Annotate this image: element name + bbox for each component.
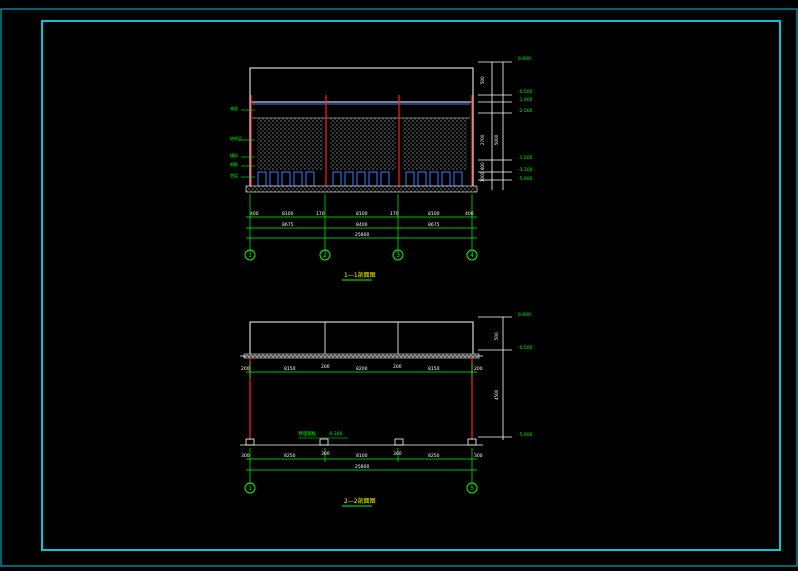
vertical-dim: 500 [494,332,499,340]
note-elevation: -0.300 [328,431,343,437]
elevation-label: -3.300 [518,167,533,173]
dim-label: 400 [250,211,259,217]
dim-label: 200 [241,366,250,372]
elevation-label: -2.500 [518,108,533,114]
dim-label: 170 [316,211,325,217]
elevation-label: -1.500 [518,155,533,161]
dim-label: 8100 [356,211,368,217]
dim-label: 200 [321,364,330,370]
dim-label: 200 [474,366,483,372]
dim-label: 8150 [284,366,296,372]
elevation-label: 0.000 [518,56,531,62]
dim-label: 8400 [356,222,368,228]
vertical-dim: 4500 [494,389,499,400]
dim-label: 300 [393,451,402,457]
section-1-title: 1—1剖面图 [344,271,376,279]
inner-frame [41,20,781,551]
vertical-dim: 800 [480,162,485,170]
dim-label: 300 [241,453,250,459]
dim-label: 8100 [282,211,294,217]
elevation-label: -5.000 [518,176,533,182]
dim-label: 300 [321,451,330,457]
section-2-elevations: 0.000 -0.500 -5.000 500 4500 [478,312,533,440]
dim-total: 25800 [355,232,369,238]
section-1-side-labels: 液面 结构层 填料 钢筋 垫层 [230,105,242,178]
section-1-elevations: 0.000 -0.500 -1.000 -2.500 -1.500 -3.300… [478,56,533,190]
axis-label: 3 [396,252,400,259]
outer-frame [0,8,798,567]
section-1-drawing [241,67,478,193]
axis-label: 2 [323,252,327,259]
dim-label: 8100 [428,211,440,217]
side-label: 填料 [230,152,238,158]
dim-label: 400 [465,211,474,217]
dim-label: 300 [474,453,483,459]
vertical-dim: 500 [480,76,485,84]
dim-label: 170 [390,211,399,217]
section-1-dimensions: 400 8100 170 8100 170 8100 400 8675 8400… [244,194,478,281]
side-label: 垫层 [230,172,238,178]
note-label: 预埋钢板 [298,430,316,437]
dim-label: 8675 [282,222,294,228]
dim-label: 8250 [428,453,440,459]
elevation-label: -0.500 [518,345,533,351]
axis-label: 4 [470,252,474,259]
dim-label: 200 [393,364,402,370]
side-label: 液面 [230,105,238,111]
side-label: 结构层 [230,135,242,141]
section-2-dimensions: 200 8150 200 8200 200 8150 200 300 8250 … [241,362,483,507]
axis-label: 1 [248,252,252,259]
vertical-dim: 1000 [480,171,485,182]
section-2-drawing [240,321,483,446]
vertical-dim: 2700 [480,134,485,145]
axis-label: 5 [470,485,474,492]
elevation-label: -5.000 [518,432,533,438]
dim-total: 25800 [355,464,369,470]
dim-label: 8200 [356,366,368,372]
elevation-label: 0.000 [518,312,531,318]
axis-label: 1 [248,485,252,492]
section-2-title: 2—2剖面图 [344,497,376,505]
side-label: 钢筋 [230,161,238,167]
dim-label: 8100 [356,453,368,459]
dim-label: 8250 [284,453,296,459]
dim-label: 8675 [428,222,440,228]
elevation-label: -0.500 [518,89,533,95]
dim-label: 8150 [428,366,440,372]
elevation-label: -1.000 [518,97,533,103]
vertical-dim: 5000 [494,134,499,145]
